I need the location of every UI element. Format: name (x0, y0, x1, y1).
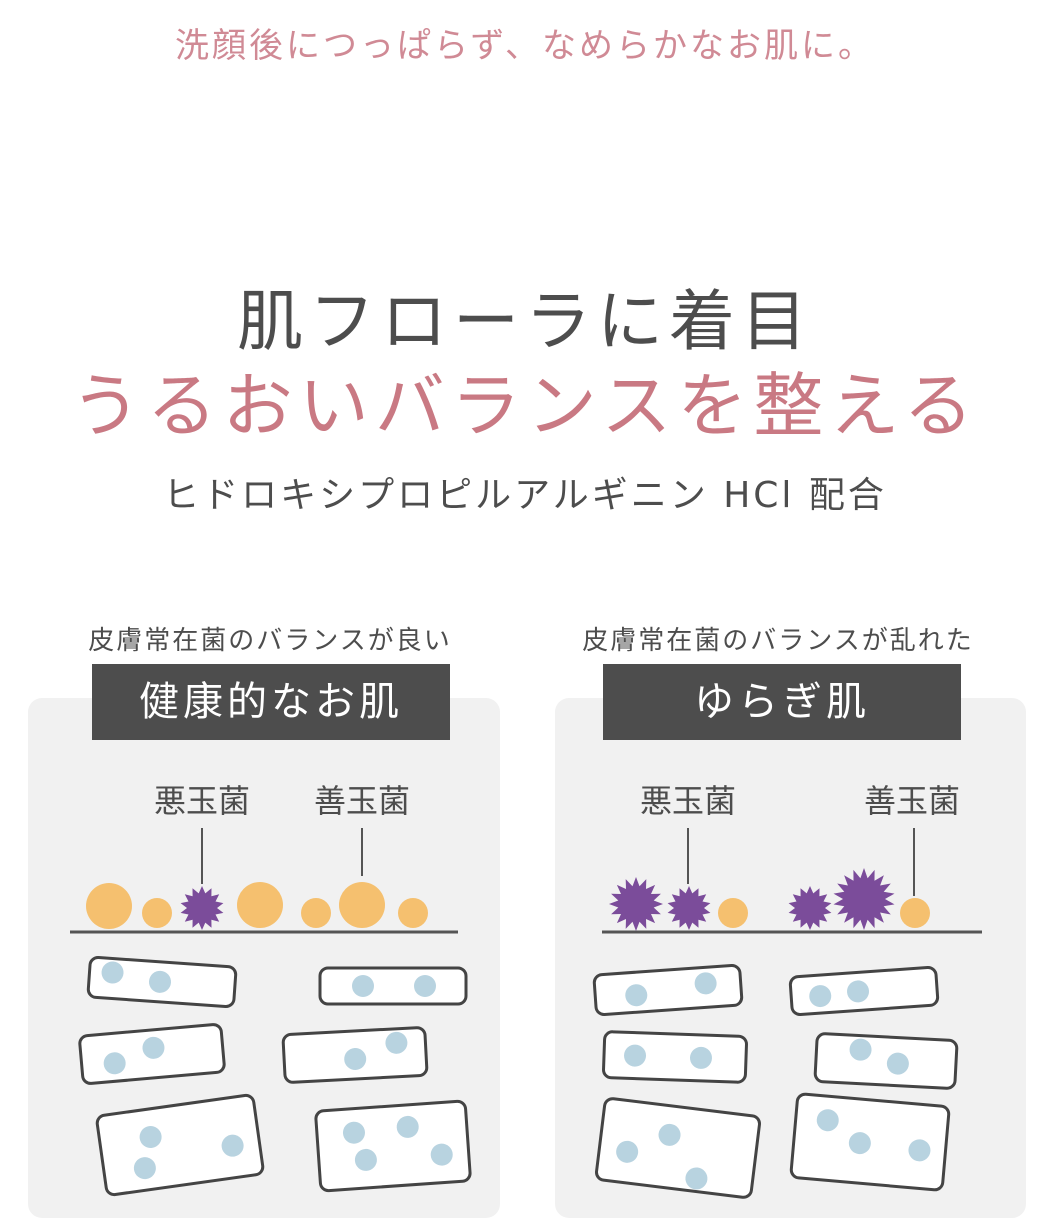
skin-cell-outline (602, 1030, 748, 1084)
label-good-bacteria-right: 善玉菌 (864, 782, 960, 820)
good-bacteria (86, 883, 132, 929)
skin-cell-nucleus (139, 1126, 162, 1149)
skin-cell-nucleus (149, 970, 172, 993)
skin-cell (592, 963, 744, 1017)
skin-cell-nucleus (142, 1036, 165, 1059)
skin-cell-nucleus (430, 1143, 453, 1166)
bad-bacteria (833, 868, 895, 930)
skin-cell (314, 1099, 472, 1193)
skin-cell-nucleus (848, 1132, 871, 1155)
good-bacteria (718, 898, 748, 928)
skin-cell-nucleus (816, 1109, 839, 1132)
skin-cell (813, 1032, 959, 1090)
skin-cell-outline (318, 966, 468, 1006)
skin-cell-nucleus (847, 980, 870, 1003)
skin-cell (318, 966, 468, 1006)
skin-cell (281, 1026, 429, 1084)
skin-cell-nucleus (221, 1134, 244, 1157)
skin-cell-nucleus (616, 1140, 639, 1163)
skin-cell (788, 965, 940, 1017)
ingredient-line: ヒドロキシプロピルアルギニン HCl 配合 (163, 475, 887, 516)
panel-healthy-title: 健康的なお肌 (92, 664, 450, 740)
headline-main: 肌フローラに着目 (237, 283, 813, 360)
panel-unstable-title: ゆらぎ肌 (603, 664, 961, 740)
skin-cell-nucleus (658, 1123, 681, 1146)
skin-cell (86, 955, 238, 1009)
skin-cell-nucleus (624, 1044, 647, 1067)
skin-cell-nucleus (354, 1148, 377, 1171)
skin-cell-nucleus (133, 1157, 156, 1180)
skin-cell (602, 1030, 748, 1084)
skin-cell-nucleus (396, 1115, 419, 1138)
skin-cell-nucleus (625, 984, 648, 1007)
bad-bacteria (788, 886, 832, 930)
panel-healthy-caption: 皮膚常在菌のバランスが良い (88, 626, 452, 656)
headline-accent: うるおいバランスを整える (70, 365, 980, 447)
tagline: 洗顔後につっぱらず、なめらかなお肌に。 (175, 26, 875, 66)
label-bad-bacteria-right: 悪玉菌 (640, 782, 736, 820)
bad-bacteria (609, 877, 663, 931)
skin-cell-nucleus (342, 1121, 365, 1144)
skin-cell-outline (592, 963, 744, 1017)
skin-cell-nucleus (849, 1038, 872, 1061)
skin-cell-nucleus (385, 1031, 408, 1054)
label-good-bacteria-left: 善玉菌 (314, 782, 410, 820)
skin-cell (789, 1092, 951, 1192)
skin-cell-nucleus (352, 975, 374, 997)
skin-cell-outline (813, 1032, 959, 1090)
good-bacteria (900, 898, 930, 928)
skin-cell-nucleus (694, 972, 717, 995)
skin-cell (595, 1097, 761, 1199)
bad-bacteria (667, 886, 711, 930)
good-bacteria (398, 898, 428, 928)
skin-cell-nucleus (886, 1052, 909, 1075)
skin-cell-nucleus (101, 961, 124, 984)
label-bad-bacteria-left: 悪玉菌 (154, 782, 250, 820)
bacteria-diagram: 悪玉菌 善玉菌 悪玉菌 善玉菌 (70, 782, 982, 1199)
skin-cell-nucleus (908, 1139, 931, 1162)
skin-cell-nucleus (689, 1046, 712, 1069)
skin-cell-nucleus (103, 1052, 126, 1075)
skin-cell-nucleus (414, 975, 436, 997)
good-bacteria (237, 882, 283, 928)
skin-cell-nucleus (344, 1047, 367, 1070)
skin-cell-nucleus (809, 985, 832, 1008)
skin-cell (95, 1093, 265, 1197)
good-bacteria (339, 882, 385, 928)
good-bacteria (301, 898, 331, 928)
bad-bacteria (180, 886, 224, 930)
good-bacteria (142, 898, 172, 928)
panel-unstable-caption: 皮膚常在菌のバランスが乱れた (582, 626, 974, 656)
skin-cell (78, 1023, 226, 1085)
